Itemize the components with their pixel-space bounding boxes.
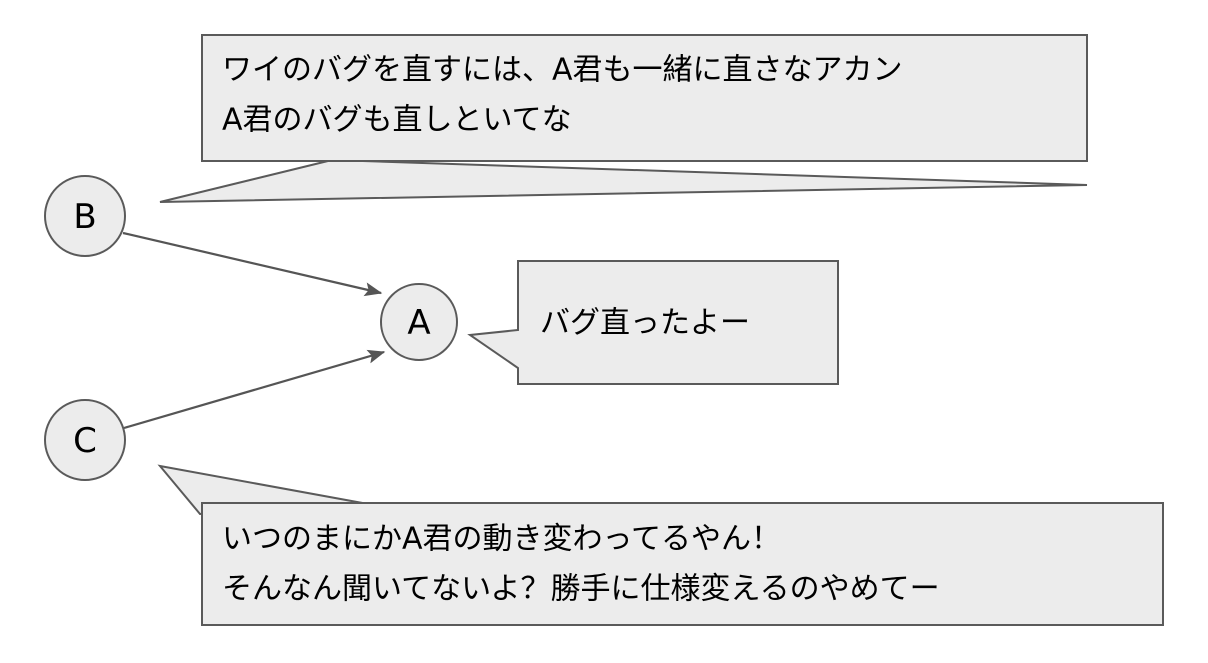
speech-bubble-c-line-1: いつのまにかA君の動き変わってるやん！ <box>222 522 781 557</box>
speech-bubble-b-line-1: ワイのバグを直すには、A君も一緒に直さなアカン <box>222 53 903 88</box>
node-a[interactable]: A <box>380 283 458 361</box>
node-b-circle[interactable] <box>44 175 126 257</box>
speech-bubble-c-body <box>201 502 1164 626</box>
speech-bubble-b-tail <box>159 158 1088 203</box>
speech-bubble-a-line-1: バグ直ったよー <box>540 306 750 341</box>
speech-bubble-a: バグ直ったよー <box>467 260 839 385</box>
edge-b-to-a-line <box>122 231 383 297</box>
speech-bubble-b-body <box>201 34 1088 162</box>
speech-bubble-c: いつのまにかA君の動き変わってるやん！ そんなん聞いてないよ？勝手に仕様変えるの… <box>157 464 1164 626</box>
speech-bubble-c-line-2: そんなん聞いてないよ？勝手に仕様変えるのやめてー <box>222 572 940 607</box>
speech-bubble-a-body-with-tail <box>467 260 839 385</box>
node-b[interactable]: B <box>44 175 126 257</box>
node-c-circle[interactable] <box>44 399 126 481</box>
edge-c-to-a <box>123 349 386 430</box>
node-c[interactable]: C <box>44 399 126 481</box>
node-a-circle[interactable] <box>380 283 458 361</box>
speech-bubble-b: ワイのバグを直すには、A君も一緒に直さなアカン A君のバグも直しといてな <box>159 34 1088 203</box>
speech-bubble-b-line-2: A君のバグも直しといてな <box>222 103 572 138</box>
edge-b-to-a <box>122 231 383 297</box>
node-c-label: C <box>73 421 97 461</box>
edge-c-to-a-line <box>123 349 386 430</box>
node-b-label: B <box>73 197 96 237</box>
node-a-label: A <box>407 303 430 343</box>
